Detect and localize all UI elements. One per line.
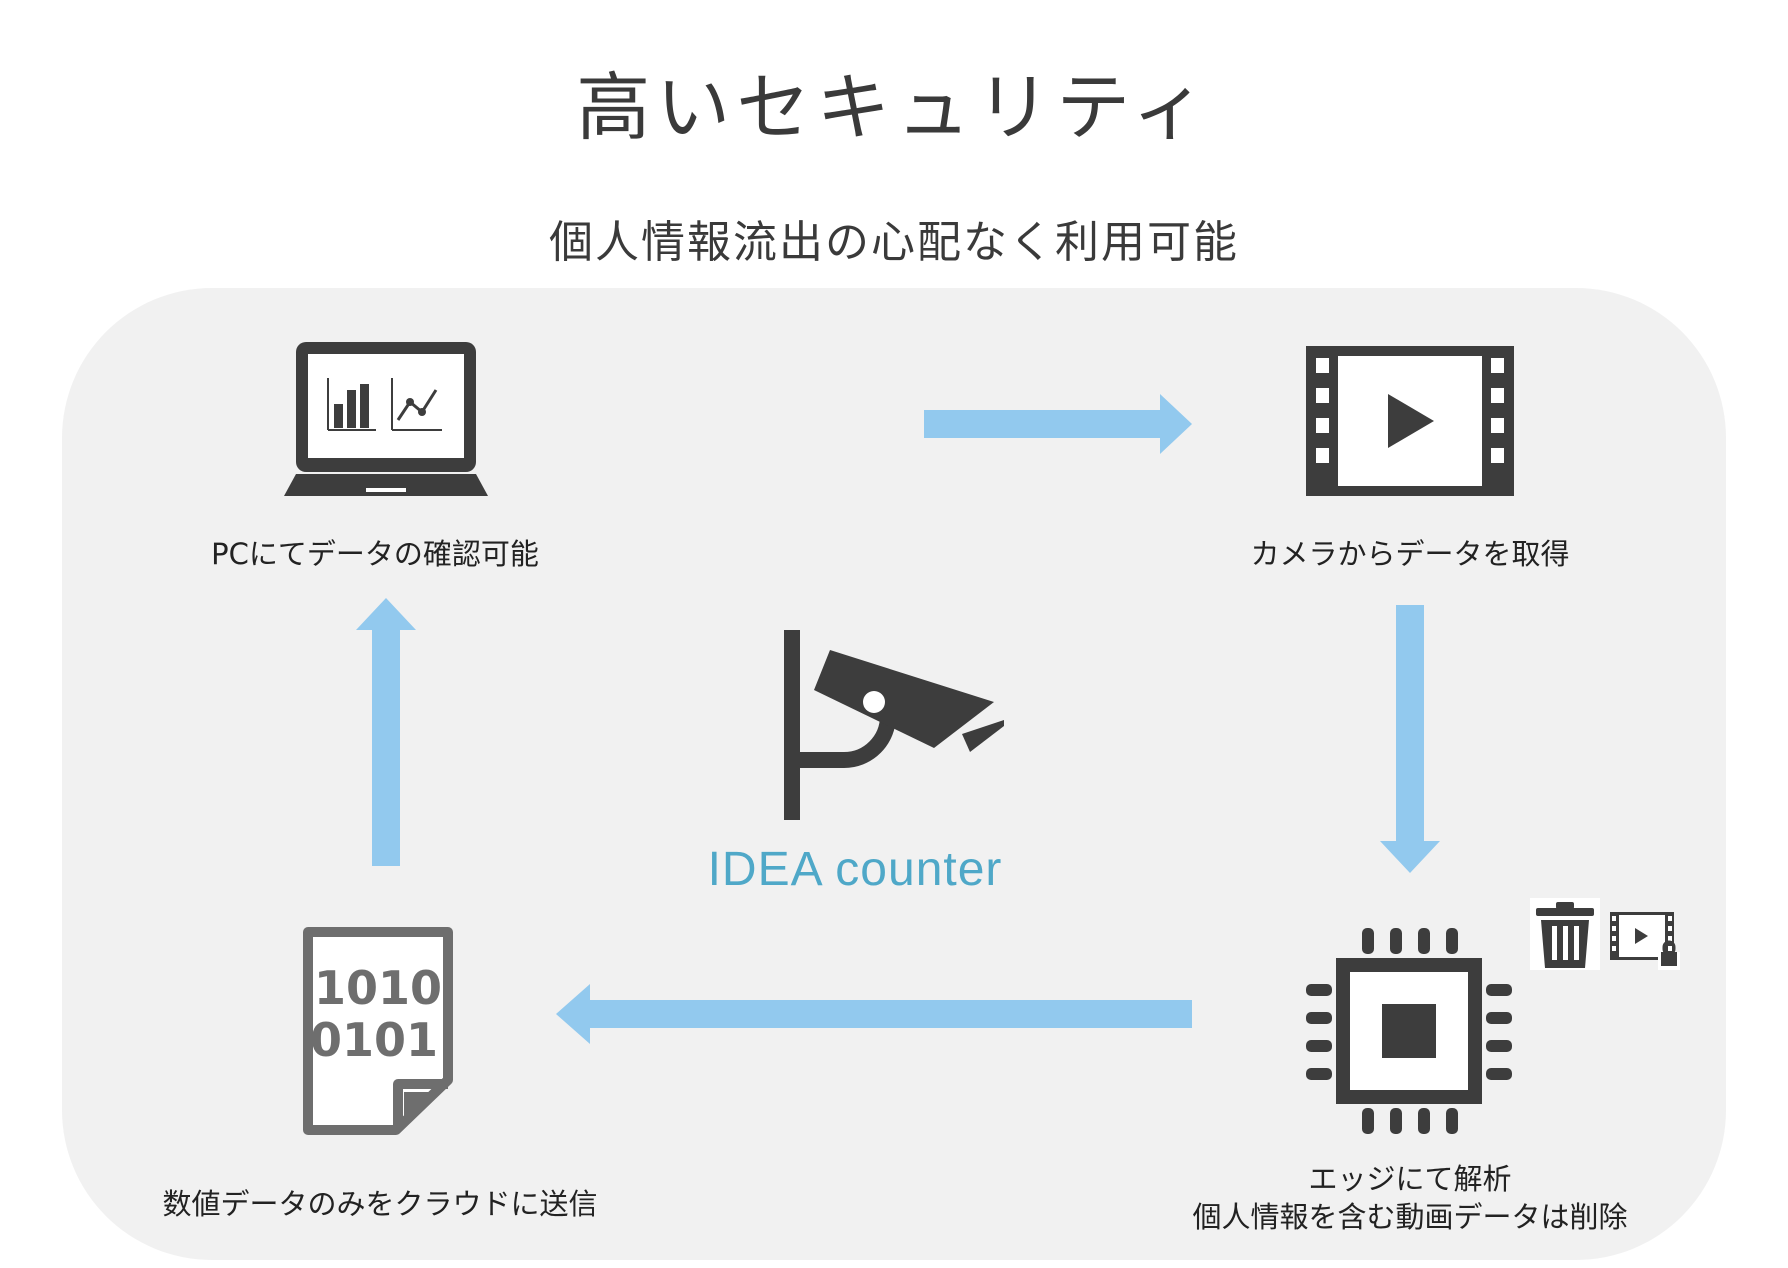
video-film-icon — [1306, 346, 1514, 496]
arrow-edge-to-cloud — [556, 984, 1192, 1044]
node-label-cloud: 数値データのみをクラウドに送信 — [162, 1187, 598, 1221]
trash-icon — [1530, 898, 1600, 970]
laptop-chart-icon — [284, 342, 488, 496]
node-label-pc: PCにてデータの確認可能 — [211, 537, 539, 571]
security-camera-icon — [784, 630, 1004, 820]
page-title: 高いセキュリティ — [576, 65, 1212, 151]
arrow-camera-to-edge — [1380, 605, 1440, 873]
node-label-camera: カメラからデータを取得 — [1250, 537, 1570, 571]
locked-video-icon — [1610, 912, 1680, 970]
binary-file-icon: 1010 0101 — [303, 927, 453, 1135]
node-label-edge-line1: エッジにて解析 — [1308, 1162, 1512, 1196]
node-label-edge-line2: 個人情報を含む動画データは削除 — [1192, 1200, 1628, 1234]
arrow-pc-to-camera — [924, 394, 1192, 454]
page-subtitle: 個人情報流出の心配なく利用可能 — [549, 217, 1239, 268]
brand-name: IDEA counter — [707, 843, 1003, 896]
chip-icon — [1306, 928, 1512, 1134]
svg-text:1010: 1010 — [314, 961, 442, 1015]
svg-text:0101: 0101 — [310, 1013, 438, 1067]
arrow-cloud-to-pc — [356, 598, 416, 866]
